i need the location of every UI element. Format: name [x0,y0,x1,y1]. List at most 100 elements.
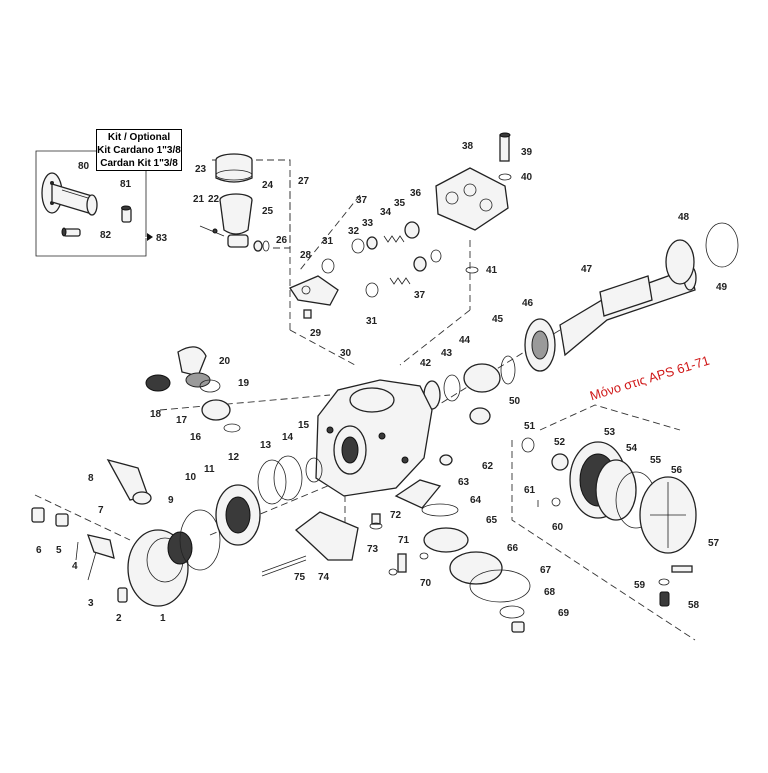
label-part-43: 43 [441,348,453,359]
label-part-30: 30 [340,348,352,359]
label-part-71: 71 [398,535,410,546]
label-part-20: 20 [219,356,231,367]
label-part-41: 41 [486,265,498,276]
label-part-37-bottom: 37 [414,290,426,301]
label-part-3: 3 [88,598,94,609]
label-part-22: 22 [208,194,220,205]
part-80-drawing [41,172,98,216]
aps-61-71-group [511,404,697,641]
label-part-53: 53 [604,427,616,438]
crankcase-group [315,379,453,497]
label-part-72: 72 [390,510,402,521]
label-part-63: 63 [458,477,470,488]
label-part-16: 16 [190,432,202,443]
label-part-6: 6 [36,545,42,556]
label-part-7: 7 [98,505,104,516]
part-number-labels: 1 2 3 4 5 6 7 8 9 10 11 12 13 14 15 16 1… [36,141,728,624]
label-part-50: 50 [509,396,521,407]
kit-box-line-1: Kit / Optional [107,132,171,143]
label-part-31-top: 31 [322,236,334,247]
label-part-70: 70 [420,578,432,589]
label-part-23: 23 [195,164,207,175]
label-part-29: 29 [310,328,322,339]
kit-optional-box: Kit / Optional Kit Cardano 1"3/8 Cardan … [96,129,182,171]
label-part-14: 14 [282,432,294,443]
label-part-12: 12 [228,452,240,463]
label-part-35: 35 [394,198,406,209]
label-part-69: 69 [558,608,570,619]
label-part-39: 39 [521,147,533,158]
label-part-83: 83 [156,233,168,244]
label-part-67: 67 [540,565,552,576]
label-part-68: 68 [544,587,556,598]
label-part-34: 34 [380,207,392,218]
label-part-46: 46 [522,298,534,309]
label-part-45: 45 [492,314,504,325]
label-part-11: 11 [204,464,215,475]
label-part-61: 61 [524,485,536,496]
label-part-54: 54 [626,443,638,454]
kit-box-line-2: Kit Cardano 1"3/8 [97,145,181,156]
label-part-37-top: 37 [356,195,368,206]
valve-housing-group [289,132,512,366]
label-part-27: 27 [298,176,310,187]
label-part-1: 1 [160,613,166,624]
label-part-38: 38 [462,141,474,152]
label-part-57: 57 [708,538,720,549]
front-cover-group [31,346,331,607]
label-part-5: 5 [56,545,62,556]
part-82-drawing [61,227,81,237]
part-81-drawing [121,205,132,223]
label-part-52: 52 [554,437,566,448]
label-part-4: 4 [72,561,78,572]
label-part-31-bottom: 31 [366,316,378,327]
label-part-10: 10 [185,472,197,483]
label-part-36: 36 [410,188,422,199]
label-part-74: 74 [318,572,330,583]
label-part-82: 82 [100,230,112,241]
label-part-62: 62 [482,461,494,472]
kit-box-line-3: Cardan Kit 1"3/8 [100,158,178,169]
label-part-18: 18 [150,409,162,420]
label-part-33: 33 [362,218,374,229]
label-part-2: 2 [116,613,122,624]
label-part-75: 75 [294,572,306,583]
label-part-66: 66 [507,543,519,554]
oil-fill-group [199,153,291,330]
label-part-17: 17 [176,415,188,426]
label-part-80: 80 [78,161,90,172]
label-part-40: 40 [521,172,533,183]
label-part-24: 24 [262,180,274,191]
cardan-kit-group [35,150,153,257]
label-part-81: 81 [120,179,132,190]
label-part-49: 49 [716,282,728,293]
label-part-21: 21 [193,194,205,205]
label-part-73: 73 [367,544,379,555]
label-part-15: 15 [298,420,310,431]
label-part-42: 42 [420,358,432,369]
lower-group [261,479,531,633]
arrow-83 [147,233,153,241]
label-part-65: 65 [486,515,498,526]
label-part-28: 28 [300,250,312,261]
label-part-9: 9 [168,495,174,506]
label-part-47: 47 [581,264,593,275]
label-part-56: 56 [671,465,683,476]
label-part-64: 64 [470,495,482,506]
label-part-13: 13 [260,440,272,451]
label-part-58: 58 [688,600,700,611]
label-part-55: 55 [650,455,662,466]
label-part-48: 48 [678,212,690,223]
label-part-60: 60 [552,522,564,533]
label-part-25: 25 [262,206,274,217]
label-part-59: 59 [634,580,646,591]
label-part-8: 8 [88,473,94,484]
label-part-26: 26 [276,235,288,246]
label-part-32: 32 [348,226,360,237]
label-part-44: 44 [459,335,471,346]
label-part-19: 19 [238,378,250,389]
label-part-51: 51 [524,421,536,432]
crankshaft-group [423,222,739,425]
